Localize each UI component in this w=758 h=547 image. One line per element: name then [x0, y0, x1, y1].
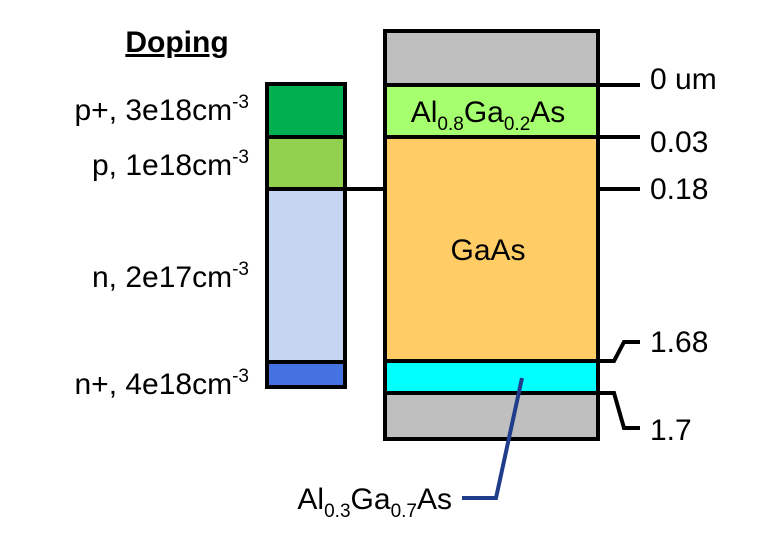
bottom-substrate-block	[383, 391, 600, 441]
doping-block-p-plus	[265, 82, 347, 139]
doping-block-n	[265, 187, 347, 364]
doping-title: Doping	[125, 26, 228, 59]
depth-label-gaas-bottom: 1.68	[650, 326, 708, 359]
doping-label-n: n, 2e17cm-3	[92, 259, 249, 294]
algaas-cap-label: Al0.8Ga0.2As	[411, 96, 566, 135]
depth-label-junction: 0.18	[650, 173, 708, 206]
algaas-bottom-label: Al0.3Ga0.7As	[297, 483, 452, 522]
depth-tick-1-7	[598, 391, 640, 430]
doping-block-n-plus	[265, 360, 347, 389]
depth-label-top: 0 um	[650, 63, 717, 96]
depth-tick-1-68	[598, 340, 640, 363]
gaas-label: GaAs	[450, 234, 525, 267]
algaas-bottom-callout-line	[462, 377, 524, 500]
depth-label-substrate-top: 1.7	[650, 414, 692, 447]
doping-label-p-plus: p+, 3e18cm-3	[74, 92, 249, 127]
depth-ticks	[598, 83, 640, 430]
doping-label-p: p, 1e18cm-3	[92, 147, 249, 182]
layer-stack	[383, 29, 600, 441]
doping-label-n-plus: n+, 4e18cm-3	[74, 366, 249, 401]
doping-block-p	[265, 135, 347, 191]
algaas-bottom-layer	[383, 359, 600, 395]
depth-label-cap-bottom: 0.03	[650, 126, 708, 159]
doping-column	[265, 82, 347, 389]
top-substrate-block	[383, 29, 600, 87]
algaas-cap-layer	[383, 83, 600, 139]
